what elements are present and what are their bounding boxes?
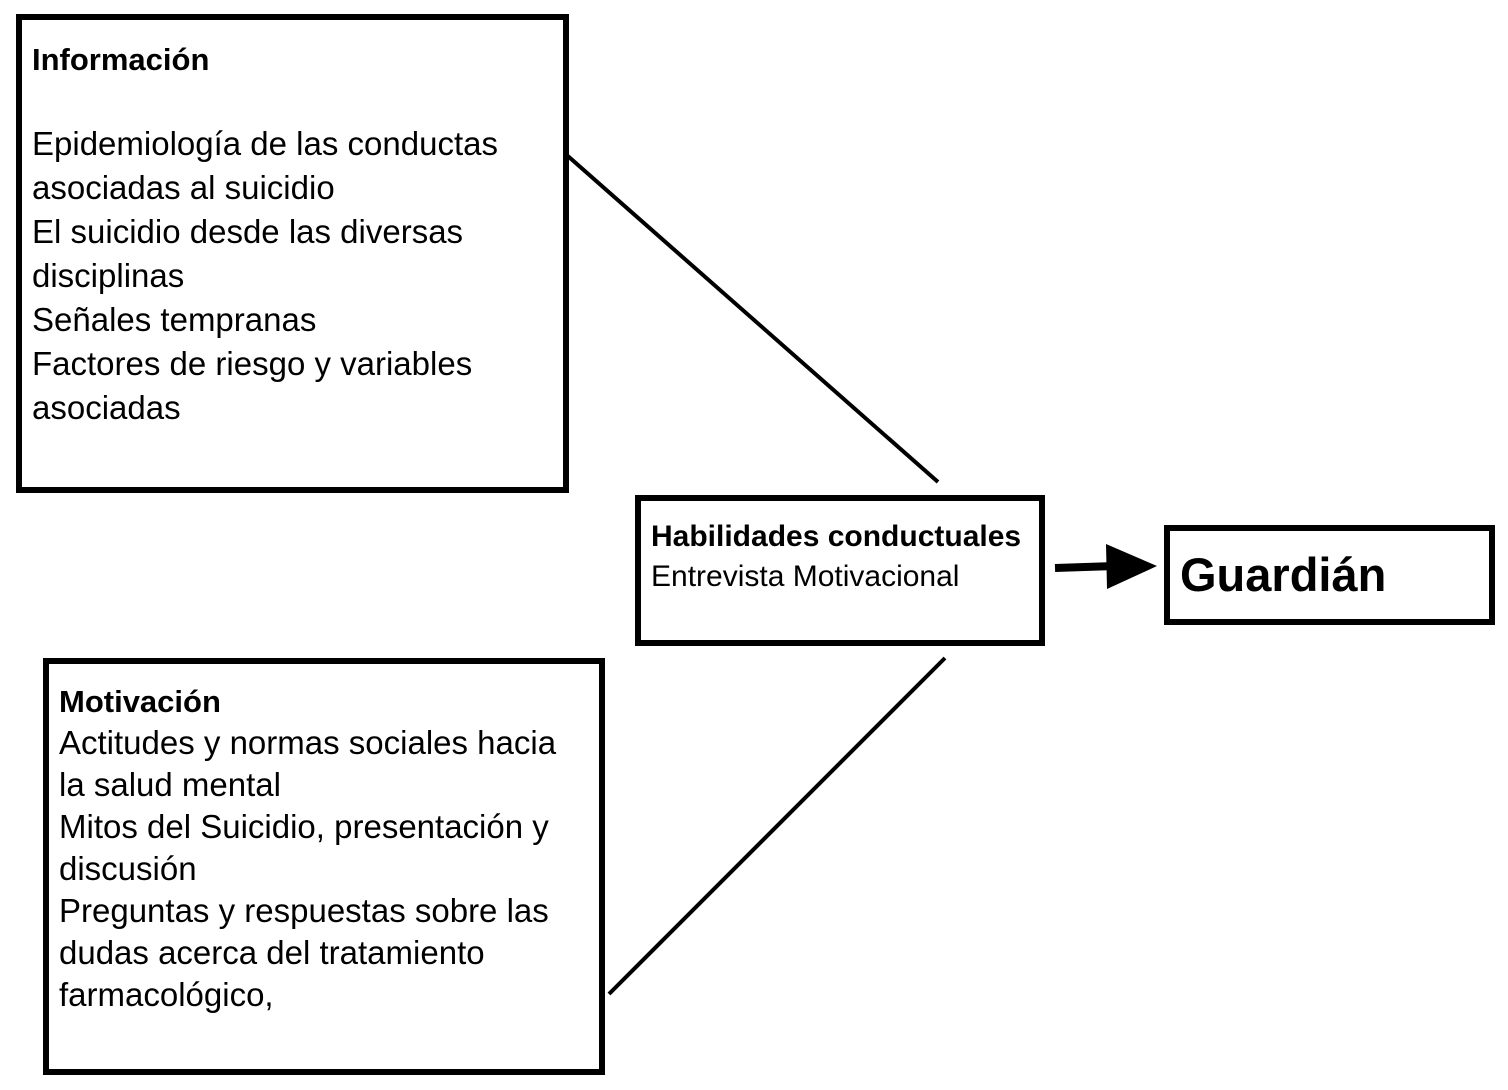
habilidades-title: Habilidades conductuales [651, 520, 1022, 553]
connector-motivacion-habilidades [607, 656, 947, 996]
habilidades-box: Habilidades conductuales Entrevista Moti… [635, 495, 1045, 646]
motivacion-item: Preguntas y respuestas sobre las dudas a… [59, 892, 549, 1013]
habilidades-list: Entrevista Motivacional [651, 557, 1029, 597]
motivacion-item: Mitos del Suicidio, presentación y discu… [59, 808, 549, 887]
guardian-box: Guardián [1164, 525, 1495, 625]
motivacion-list: Actitudes y normas sociales hacia la sal… [59, 722, 589, 1016]
guardian-title: Guardián [1180, 548, 1387, 601]
habilidades-item: Entrevista Motivacional [651, 560, 960, 593]
arrow-shaft [1054, 562, 1116, 572]
informacion-item: Señales tempranas [32, 301, 317, 338]
informacion-title: Información [32, 42, 210, 77]
motivacion-title: Motivación [59, 684, 221, 719]
informacion-box: Información Epidemiología de las conduct… [16, 14, 569, 493]
connector-informacion-habilidades [559, 148, 940, 484]
arrow-head-icon [1106, 544, 1157, 589]
informacion-list: Epidemiología de las conductas asociadas… [32, 122, 553, 430]
informacion-item: Epidemiología de las conductas asociadas… [32, 125, 498, 206]
motivacion-item: Actitudes y normas sociales hacia la sal… [59, 724, 557, 803]
informacion-item: Factores de riesgo y variables asociadas [32, 345, 473, 426]
motivacion-box: Motivación Actitudes y normas sociales h… [43, 658, 605, 1075]
informacion-item: El suicidio desde las diversas disciplin… [32, 213, 464, 294]
